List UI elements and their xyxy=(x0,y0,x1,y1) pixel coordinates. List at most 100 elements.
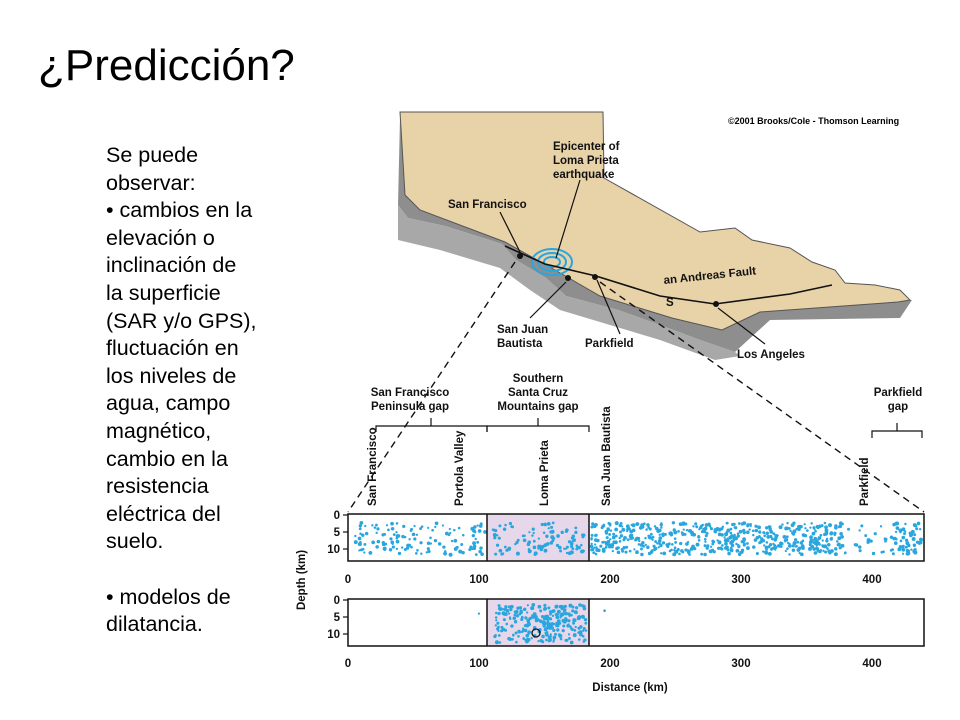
seismicity-dot xyxy=(547,626,551,629)
seismicity-dot xyxy=(565,528,569,532)
california-land xyxy=(399,111,912,331)
seismicity-dot xyxy=(690,533,693,537)
seismicity-dot xyxy=(395,522,399,525)
seismicity-dot xyxy=(537,547,540,550)
seismicity-dot xyxy=(530,637,533,640)
seismicity-dot xyxy=(449,531,452,535)
seismicity-dot xyxy=(455,546,458,549)
seismicity-dot xyxy=(397,551,402,556)
seismicity-dot xyxy=(660,522,663,525)
seismicity-dot xyxy=(736,532,740,535)
seismicity-dot xyxy=(590,537,593,540)
seismicity-dot xyxy=(731,522,735,527)
seismicity-dot xyxy=(614,540,618,545)
seismicity-dot xyxy=(413,524,416,528)
seismicity-dot xyxy=(453,538,458,543)
seismicity-dot xyxy=(766,535,771,539)
seismicity-dot xyxy=(742,531,746,535)
seismicity-dot xyxy=(548,610,553,614)
seismicity-dot xyxy=(509,608,513,612)
seismicity-dot xyxy=(431,528,434,532)
seismicity-dot xyxy=(601,547,606,552)
body-line: los niveles de xyxy=(106,363,237,388)
seismicity-dot xyxy=(537,604,542,609)
seismicity-dot xyxy=(819,533,823,537)
copyright-text: ©2001 Brooks/Cole - Thomson Learning xyxy=(728,116,899,126)
seismicity-dot xyxy=(557,610,561,614)
seismicity-dot xyxy=(392,533,396,536)
seismicity-dot xyxy=(498,548,503,553)
seismicity-dot xyxy=(559,613,564,617)
seismicity-dot xyxy=(765,526,769,530)
seismicity-dot xyxy=(769,530,774,534)
body-line: observar: xyxy=(106,170,196,195)
seismicity-dot xyxy=(556,534,560,538)
seismicity-dot xyxy=(594,543,597,546)
seismicity-dot xyxy=(826,542,831,547)
seismicity-dot xyxy=(542,531,546,534)
distance-tick: 300 xyxy=(731,574,750,586)
seismicity-dot xyxy=(528,531,531,534)
seismicity-dot xyxy=(646,523,650,527)
seismicity-dot xyxy=(500,552,504,556)
seismicity-dot xyxy=(567,540,572,544)
seismicity-dot xyxy=(591,522,595,526)
seismicity-dot xyxy=(778,525,783,530)
seismicity-dot xyxy=(779,541,784,546)
seismicity-dot xyxy=(663,532,667,536)
seismicity-dot xyxy=(762,531,766,535)
los-angeles-label: Los Angeles xyxy=(737,349,805,361)
seismicity-dot xyxy=(717,532,722,537)
seismicity-dot xyxy=(532,531,535,535)
body-line: suelo. xyxy=(106,529,164,554)
seismicity-dot xyxy=(395,539,400,544)
seismicity-dot xyxy=(572,538,576,543)
gap-label: San Francisco xyxy=(371,387,450,399)
seismicity-dot xyxy=(359,548,364,552)
seismicity-dot xyxy=(387,528,390,532)
seismicity-dot xyxy=(625,530,629,533)
seismicity-dot xyxy=(507,612,511,615)
seismicity-dot xyxy=(609,538,612,541)
seismicity-dot xyxy=(612,532,616,536)
seismicity-dot xyxy=(765,541,769,544)
seismicity-dot xyxy=(542,624,546,628)
seismicity-dot xyxy=(912,543,917,547)
seismicity-dot xyxy=(901,547,906,552)
seismicity-dot xyxy=(692,525,695,528)
seismicity-dot xyxy=(661,534,665,538)
seismicity-dot xyxy=(619,530,622,534)
seismicity-dot xyxy=(416,549,419,552)
seismicity-dot xyxy=(479,546,483,550)
seismicity-dot xyxy=(543,522,547,527)
seismicity-dot xyxy=(858,545,862,549)
seismicity-dot xyxy=(539,547,544,552)
seismicity-dot xyxy=(619,521,623,525)
seismicity-dot xyxy=(381,533,385,537)
seismicity-dot xyxy=(891,548,894,552)
seismicity-dot xyxy=(825,537,829,540)
seismicity-dot xyxy=(754,528,759,533)
seismicity-dot xyxy=(650,550,654,553)
seismicity-dot xyxy=(524,616,528,620)
seismicity-dot xyxy=(518,606,523,610)
seismicity-dot xyxy=(604,542,609,546)
seismicity-dot xyxy=(764,545,769,550)
seismicity-dot xyxy=(794,545,798,548)
seismicity-dot xyxy=(685,528,689,532)
seismicity-dot xyxy=(572,633,577,638)
seismicity-dot xyxy=(611,549,615,553)
seismicity-dot xyxy=(531,614,535,618)
seismicity-dot xyxy=(908,531,912,535)
seismicity-dot xyxy=(578,603,582,607)
seismicity-dot xyxy=(767,551,772,556)
seismicity-dot xyxy=(758,541,762,545)
seismicity-dot xyxy=(562,624,566,628)
seismicity-dot xyxy=(457,526,461,530)
seismicity-dot xyxy=(725,521,729,525)
seismicity-dot xyxy=(801,533,806,537)
seismicity-dot xyxy=(808,543,812,547)
seismicity-dot xyxy=(812,547,817,551)
seismicity-dot xyxy=(554,632,558,636)
seismicity-dot xyxy=(549,541,554,545)
